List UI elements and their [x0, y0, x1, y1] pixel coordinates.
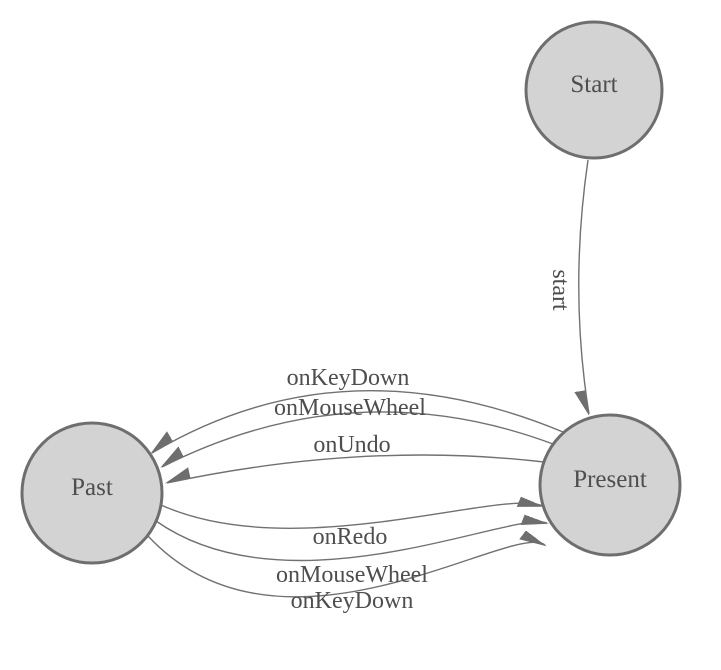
node-past-circle: [20, 421, 164, 565]
edge-label-onundo: onUndo: [313, 432, 390, 458]
edge-group: [147, 159, 589, 598]
node-past: Past: [20, 421, 164, 565]
edge-present-to-past-onmousewheel: [162, 411, 554, 467]
edge-start-to-present: [579, 159, 589, 414]
node-present-label: Present: [573, 466, 647, 493]
edge-label-onmousewheel-bottom: onMouseWheel: [276, 562, 428, 588]
edge-present-to-past-onundo: [167, 454, 545, 483]
node-present-circle: [538, 413, 682, 557]
node-past-label: Past: [71, 474, 113, 501]
edge-past-to-present-onkeydown: [147, 536, 545, 598]
edge-label-onkeydown-bottom: onKeyDown: [291, 588, 414, 614]
edge-label-group: start onKeyDown onMouseWheel onUndo onRe…: [274, 269, 573, 614]
edge-past-to-present-onredo: [160, 503, 543, 529]
node-start-label: Start: [570, 71, 617, 98]
edge-label-onredo: onRedo: [313, 524, 388, 550]
edge-label-onmousewheel-top: onMouseWheel: [274, 395, 426, 421]
edge-past-to-present-onmousewheel: [155, 521, 547, 562]
node-start: Start: [524, 20, 664, 160]
edge-label-onkeydown-top: onKeyDown: [287, 365, 410, 391]
node-present: Present: [538, 413, 682, 557]
node-start-circle: [524, 20, 664, 160]
edge-present-to-past-onkeydown: [152, 390, 564, 453]
edge-label-start: start: [547, 269, 573, 311]
